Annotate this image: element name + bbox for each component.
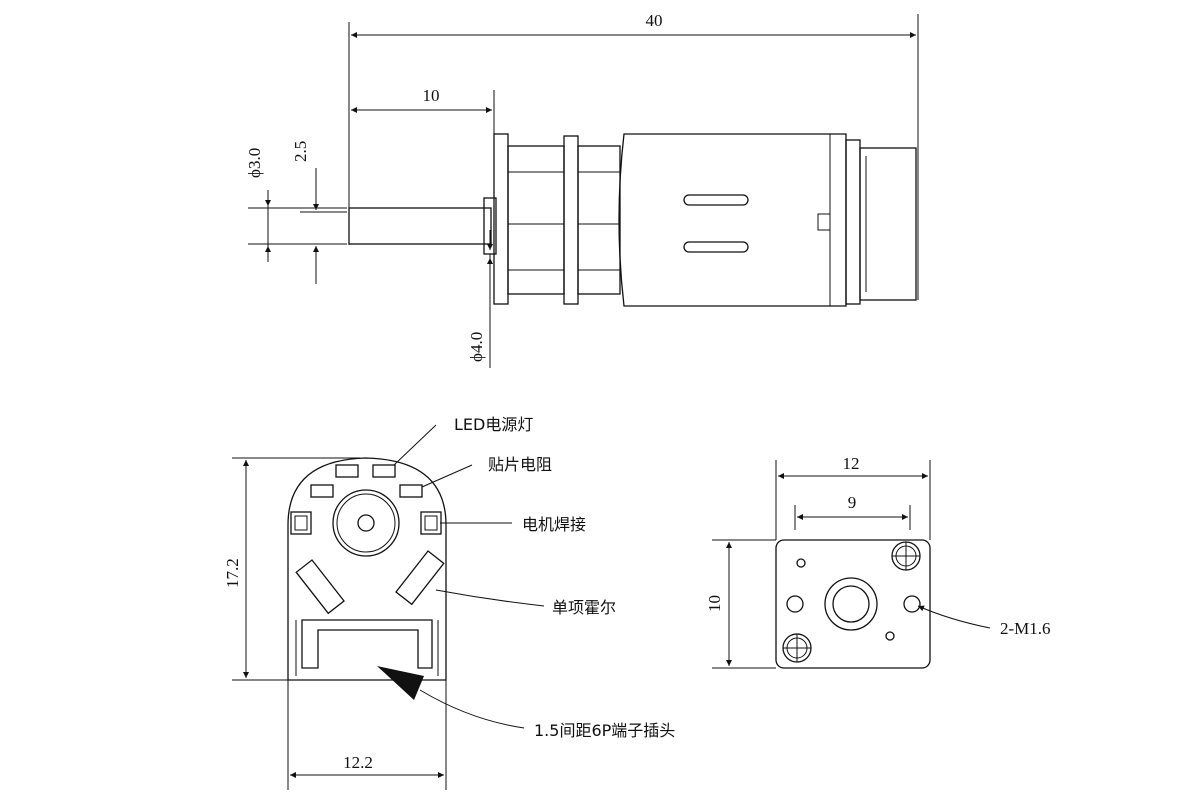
- motor-can: [618, 133, 847, 307]
- resistor-pad: [399, 484, 423, 498]
- encoder-end-view: 17.2 12.2 LED电源灯 贴片电阻 电机焊接 单项霍尔 1.5间距6P端…: [223, 415, 675, 790]
- motor-end-cap: [845, 139, 861, 305]
- output-shaft-boss: [824, 577, 878, 631]
- connector-6p: [301, 619, 433, 669]
- callout-led: LED电源灯: [454, 415, 533, 434]
- hall-sensor: [295, 559, 345, 615]
- dimension-encoder-width: 12.2: [343, 753, 373, 772]
- callout-connector: 1.5间距6P端子插头: [534, 721, 675, 740]
- pin-hole: [796, 558, 806, 568]
- motor-shaft-hole: [357, 514, 375, 532]
- gearbox-face-plate: [775, 539, 931, 669]
- callout-resistor: 贴片电阻: [488, 455, 552, 474]
- dimension-hole-spacing: 9: [848, 493, 857, 512]
- mounting-hole: [786, 595, 804, 613]
- led-pad: [335, 464, 359, 478]
- magnet-ring: [332, 489, 400, 557]
- leader-line: [421, 464, 473, 488]
- output-shaft-hole: [832, 585, 870, 623]
- output-shaft: [348, 207, 492, 245]
- led-pad: [372, 464, 396, 478]
- motor-can-slot: [683, 241, 749, 253]
- gearbox-mid-plate: [563, 135, 579, 305]
- encoder-pcb-outline: [287, 457, 447, 681]
- gear-stage-2: [577, 145, 621, 295]
- dimension-total-length: 40: [646, 11, 663, 30]
- mounting-hole: [903, 595, 921, 613]
- motor-solder-pad: [290, 511, 312, 535]
- dimension-encoder-height: 17.2: [223, 558, 242, 588]
- callout-thread: 2-M1.6: [1000, 619, 1051, 638]
- gear-stage-1: [507, 145, 565, 295]
- resistor-pad: [310, 484, 334, 498]
- dimension-face-width: 12: [843, 454, 860, 473]
- leader-line: [419, 689, 525, 729]
- motor-can-slot: [683, 194, 749, 206]
- leader-line: [917, 605, 991, 629]
- leader-line: [435, 589, 545, 607]
- callout-motor-solder: 电机焊接: [522, 515, 586, 534]
- dimension-shaft-diameter: ϕ3.0: [245, 148, 264, 178]
- gearbox-face-view: 12 9 10 2-M1.6: [705, 454, 1051, 669]
- motor-side-view: 40 10 ϕ3.0: [245, 11, 919, 368]
- pin-hole: [885, 631, 895, 641]
- motor-solder-pad: [420, 511, 442, 535]
- dimension-flat: 2.5: [291, 141, 310, 162]
- dimension-face-height: 10: [705, 595, 724, 612]
- dimension-boss-diameter: ϕ4.0: [467, 332, 486, 362]
- leader-line: [393, 424, 437, 466]
- hall-sensor: [395, 550, 445, 606]
- leader-arrowhead: [377, 666, 424, 700]
- encoder-housing: [859, 147, 917, 301]
- callout-hall: 单项霍尔: [552, 598, 616, 617]
- dimension-shaft-length: 10: [423, 86, 440, 105]
